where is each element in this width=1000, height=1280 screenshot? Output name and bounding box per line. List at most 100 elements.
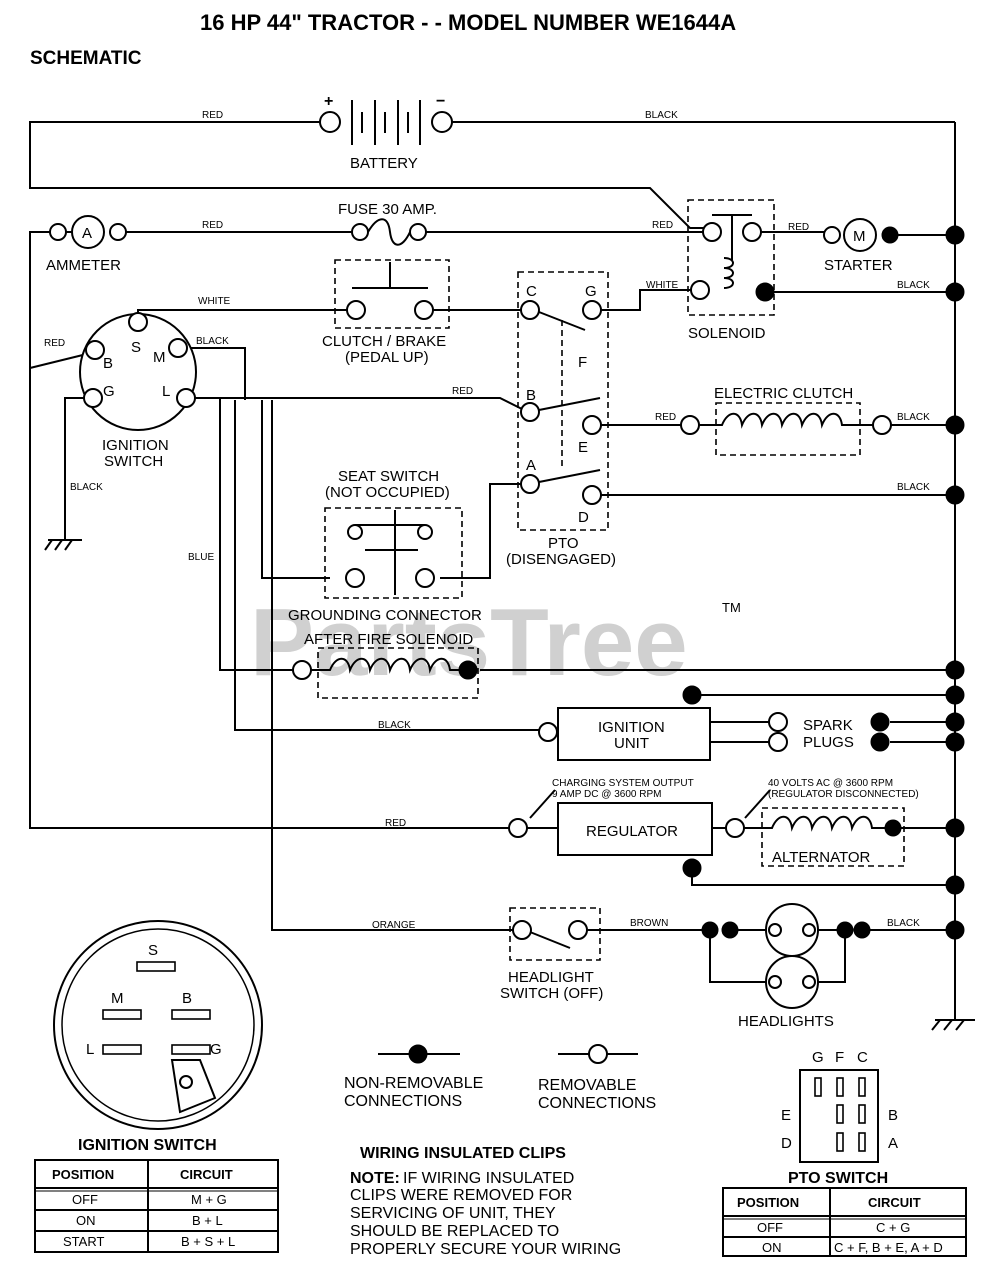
connection-legend: NON-REMOVABLE CONNECTIONS REMOVABLE CONN… xyxy=(344,1044,656,1112)
headlight-switch-label: HEADLIGHT xyxy=(508,969,594,986)
pto-term-c: C xyxy=(526,283,537,300)
pto-switch-title: PTO SWITCH xyxy=(788,1170,888,1187)
ign-table-header: POSITION xyxy=(52,1167,114,1182)
pto-detail-d: D xyxy=(781,1135,792,1152)
after-fire-solenoid-label: AFTER FIRE SOLENOID xyxy=(304,631,473,648)
pto-term-f: F xyxy=(578,354,587,371)
wires xyxy=(29,121,975,1031)
pto-detail-g: G xyxy=(812,1049,824,1066)
wire-label-red: RED xyxy=(788,222,809,233)
pto-term-e: E xyxy=(578,439,588,456)
ign-term-s: S xyxy=(131,339,141,356)
alternator-volts-note: (REGULATOR DISCONNECTED) xyxy=(768,789,919,800)
wire-labels: RED BLACK RED RED RED BLACK WHITE WHITE … xyxy=(44,110,930,931)
ign-detail-g: G xyxy=(210,1041,222,1058)
headlights: HEADLIGHTS xyxy=(701,903,871,1030)
clips-note-line: SHOULD BE REPLACED TO xyxy=(350,1223,559,1240)
pto-switch-table: POSITION CIRCUIT OFF C + G ON C + F, B +… xyxy=(722,1187,967,1257)
clips-note-title: WIRING INSULATED CLIPS xyxy=(360,1145,566,1162)
alternator-volts-label: 40 VOLTS AC @ 3600 RPM xyxy=(768,778,893,789)
seat-switch: SEAT SWITCH (NOT OCCUPIED) xyxy=(324,468,463,599)
ign-table-cell: B + S + L xyxy=(181,1234,235,1249)
pto-detail-a: A xyxy=(888,1135,898,1152)
headlights-label: HEADLIGHTS xyxy=(738,1013,834,1030)
solenoid-label: SOLENOID xyxy=(688,325,766,342)
wire-label-black: BLACK xyxy=(378,720,411,731)
wire-label-red: RED xyxy=(44,338,65,349)
wire-label-orange: ORANGE xyxy=(372,920,416,931)
ignition-unit: IGNITION UNIT xyxy=(538,707,711,761)
ammeter-label: AMMETER xyxy=(46,257,121,274)
ign-table-cell: M + G xyxy=(191,1192,227,1207)
clips-note-line: SERVICING OF UNIT, THEY xyxy=(350,1205,556,1222)
ignition-switch-title: IGNITION SWITCH xyxy=(78,1137,217,1154)
wire-label-white: WHITE xyxy=(198,296,231,307)
clutch-brake-label: CLUTCH / BRAKE xyxy=(322,333,446,350)
wire-label-black: BLACK xyxy=(897,280,930,291)
battery-minus: − xyxy=(436,93,445,110)
ign-detail-m: M xyxy=(111,990,124,1007)
wire-label-red: RED xyxy=(202,110,223,121)
ignition-unit-label: IGNITION xyxy=(598,719,665,736)
clips-note-line: IF WIRING INSULATED xyxy=(403,1170,574,1187)
ign-table-cell: ON xyxy=(76,1213,96,1228)
ignition-switch-detail: S M B L G IGNITION SWITCH xyxy=(53,920,263,1154)
starter-motor: M STARTER xyxy=(823,218,899,274)
ign-detail-s: S xyxy=(148,942,158,959)
ign-term-b: B xyxy=(103,355,113,372)
spark-plugs-sublabel: PLUGS xyxy=(803,734,854,751)
wire-label-black: BLACK xyxy=(897,482,930,493)
pto-table-cell: C + F, B + E, A + D xyxy=(834,1240,943,1255)
pto-detail-e: E xyxy=(781,1107,791,1124)
pto-table-cell: ON xyxy=(762,1240,782,1255)
clutch-brake-sublabel: (PEDAL UP) xyxy=(345,349,429,366)
ign-term-g: G xyxy=(103,383,115,400)
ammeter-symbol: A xyxy=(82,225,92,242)
spark-plugs-label: SPARK xyxy=(803,717,853,734)
ignition-switch: S B M G L IGNITION SWITCH xyxy=(79,312,197,470)
regulator-label: REGULATOR xyxy=(586,823,678,840)
page-title: 16 HP 44" TRACTOR - - MODEL NUMBER WE164… xyxy=(200,10,736,35)
pto-table-cell: C + G xyxy=(876,1220,910,1235)
ign-term-m: M xyxy=(153,349,166,366)
ign-table-cell: B + L xyxy=(192,1213,223,1228)
wire-label-white: WHITE xyxy=(646,280,679,291)
grounding-connector-label: GROUNDING CONNECTOR xyxy=(288,607,482,624)
pto-term-b: B xyxy=(526,387,536,404)
pto-switch: C G F B E A D PTO (DISENGAGED) xyxy=(506,271,616,568)
watermark-tm: TM xyxy=(722,600,741,615)
alternator-label: ALTERNATOR xyxy=(772,849,871,866)
spark-plugs: SPARK PLUGS xyxy=(768,712,890,752)
ign-detail-b: B xyxy=(182,990,192,1007)
fuse: FUSE 30 AMP. xyxy=(338,201,437,246)
ign-term-l: L xyxy=(162,383,170,400)
wiring-clips-note: WIRING INSULATED CLIPS NOTE: IF WIRING I… xyxy=(350,1145,621,1258)
starter-symbol: M xyxy=(853,228,866,245)
electric-clutch-label: ELECTRIC CLUTCH xyxy=(714,385,853,402)
seat-switch-label: SEAT SWITCH xyxy=(338,468,439,485)
ign-detail-l: L xyxy=(86,1041,94,1058)
clips-note-line: PROPERLY SECURE YOUR WIRING xyxy=(350,1241,621,1258)
battery-plus: + xyxy=(324,93,333,110)
wire-label-black: BLACK xyxy=(887,918,920,929)
wire-label-red: RED xyxy=(452,386,473,397)
solenoid: SOLENOID xyxy=(687,199,775,342)
starter-label: STARTER xyxy=(824,257,893,274)
pto-table-header: CIRCUIT xyxy=(868,1195,921,1210)
ignition-switch-sublabel: SWITCH xyxy=(104,453,163,470)
wire-label-red: RED xyxy=(652,220,673,231)
wire-label-blue: BLUE xyxy=(188,552,214,563)
pto-detail-c: C xyxy=(857,1049,868,1066)
fuse-label: FUSE 30 AMP. xyxy=(338,201,437,218)
ammeter: A AMMETER xyxy=(46,215,127,274)
pto-term-a: A xyxy=(526,457,536,474)
alternator: ALTERNATOR xyxy=(744,807,905,867)
pto-sublabel: (DISENGAGED) xyxy=(506,551,616,568)
wire-label-black: BLACK xyxy=(897,412,930,423)
charging-output-spec: 9 AMP DC @ 3600 RPM xyxy=(552,789,661,800)
ground-bus-connections xyxy=(682,225,965,940)
legend-removable-sub: CONNECTIONS xyxy=(538,1095,656,1112)
wire-label-black: BLACK xyxy=(645,110,678,121)
regulator: REGULATOR CHARGING SYSTEM OUTPUT 9 AMP D… xyxy=(508,778,919,878)
